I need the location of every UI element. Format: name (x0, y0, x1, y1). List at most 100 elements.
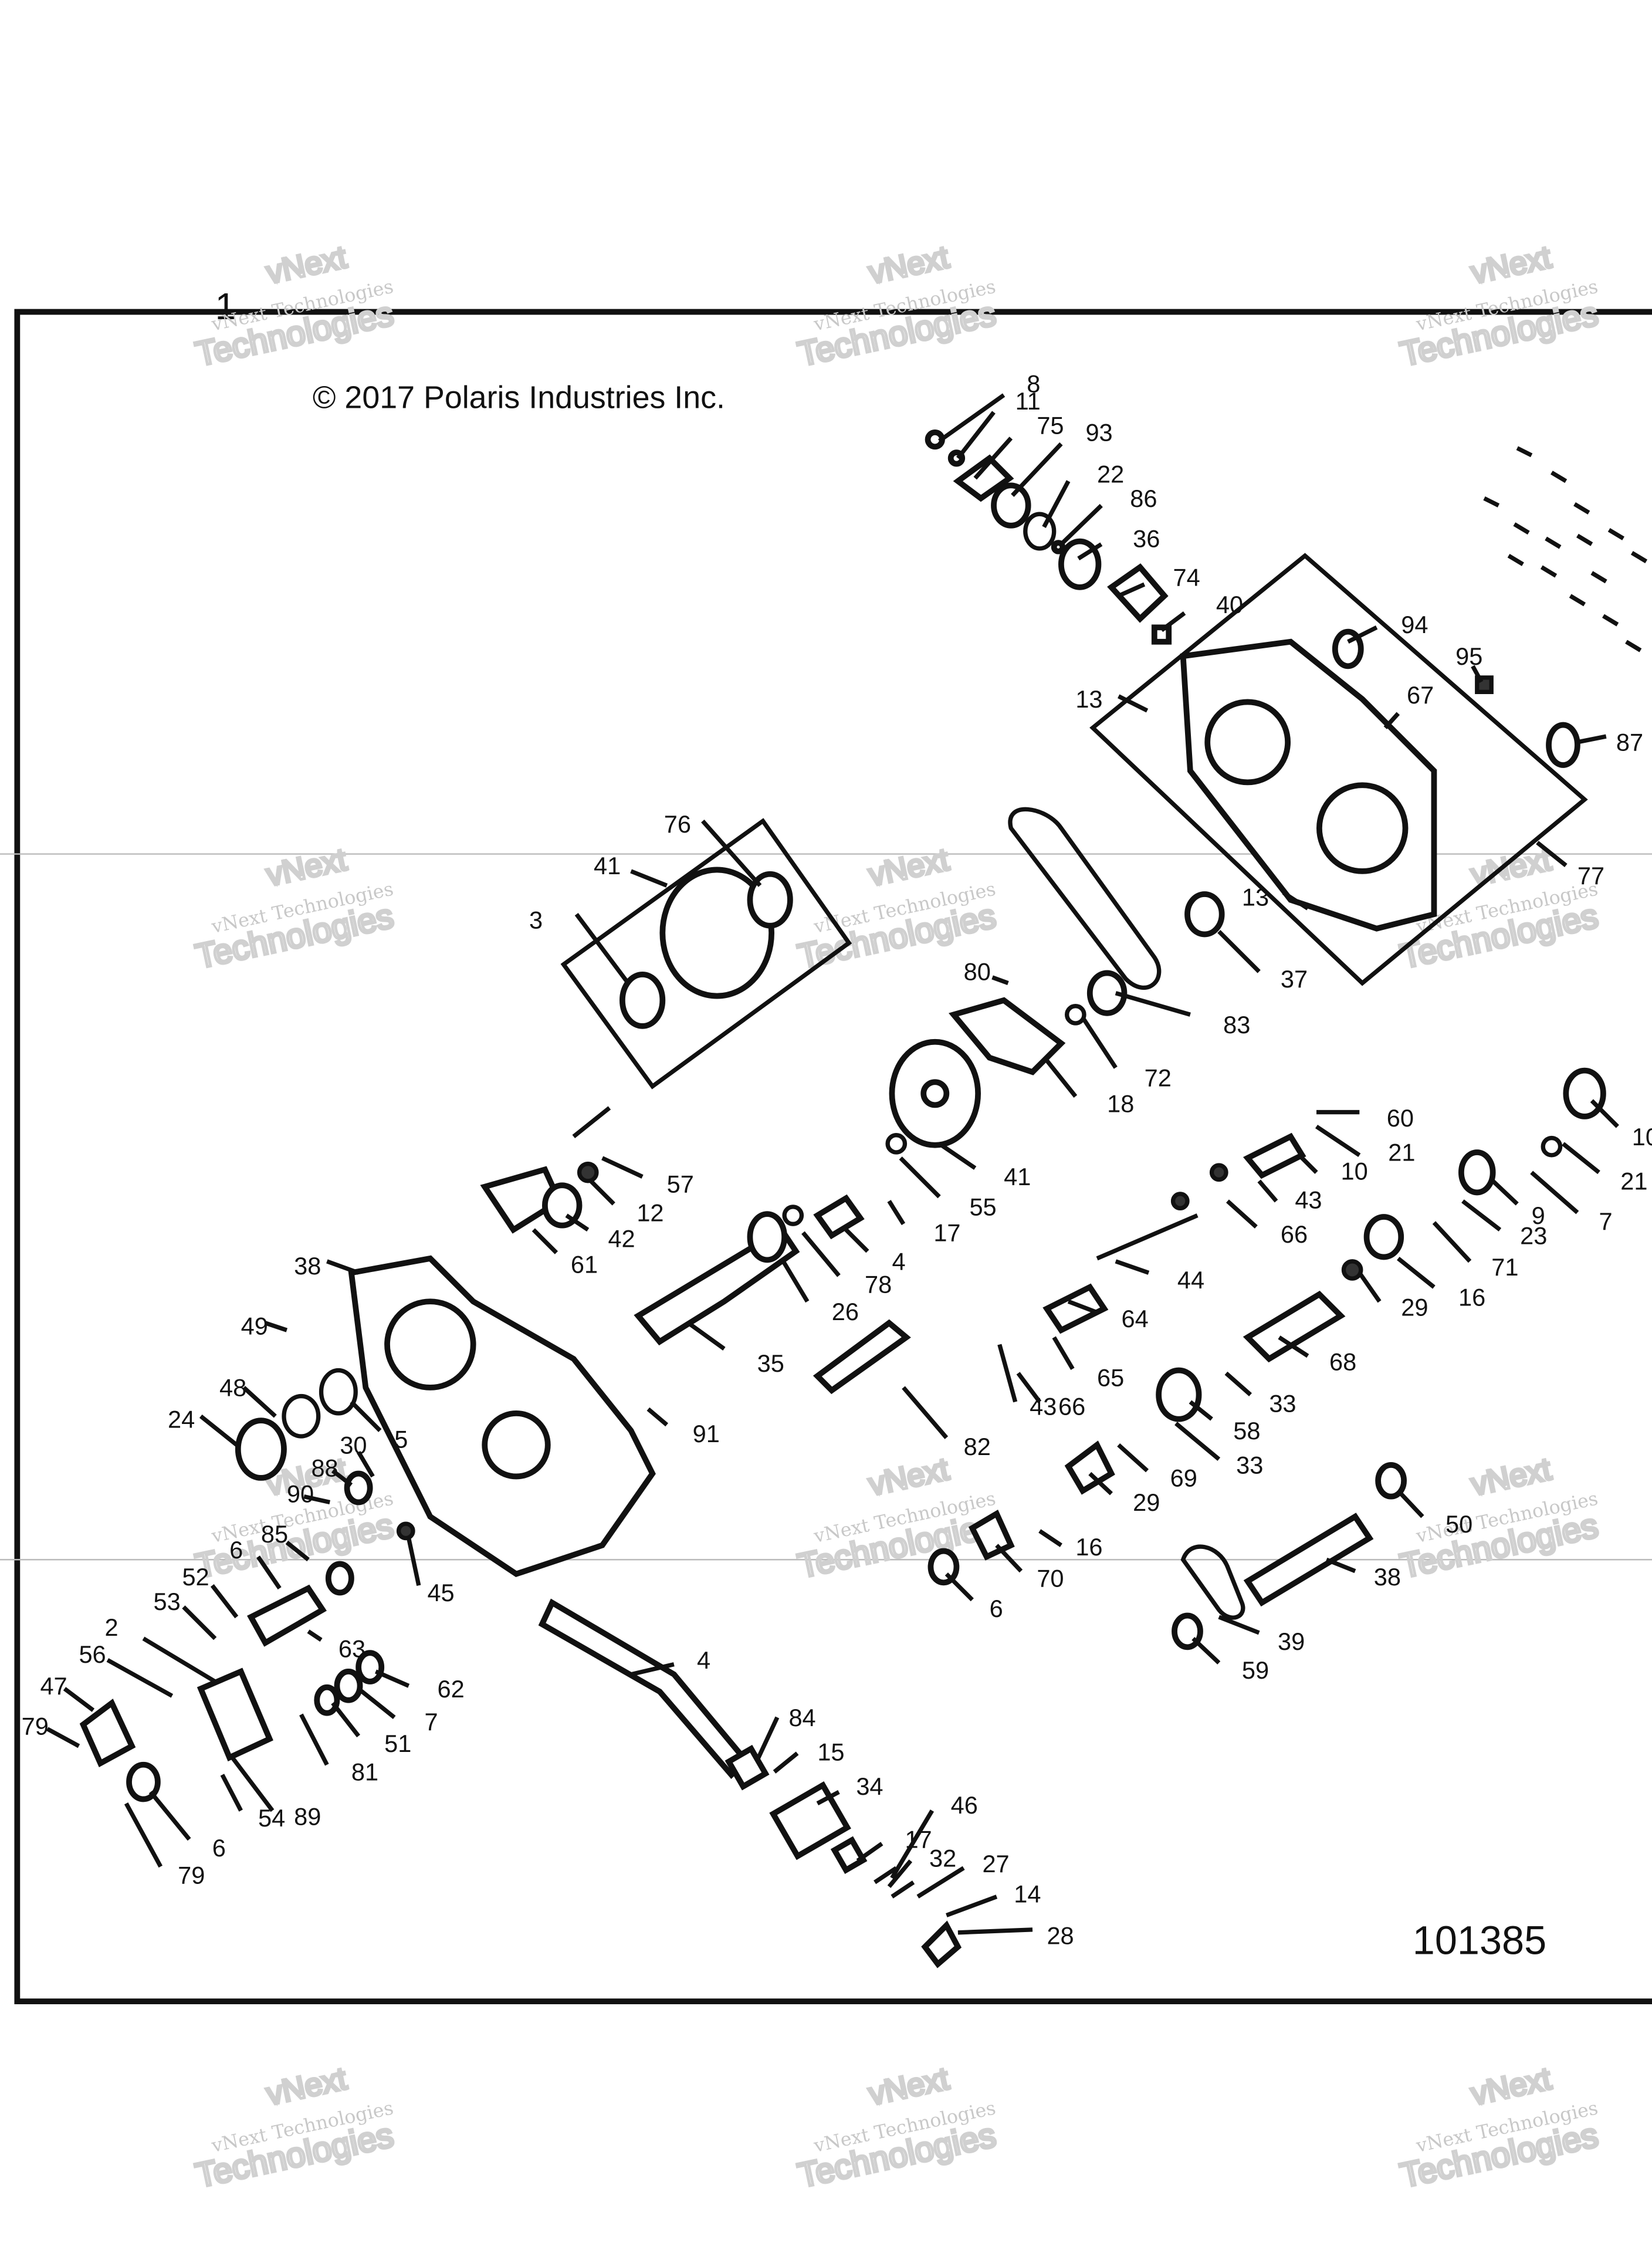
callout-leader (916, 1866, 965, 1899)
callout-number-94: 94 (1401, 611, 1428, 638)
callout-number-86: 86 (1130, 485, 1157, 512)
part-32 (830, 1836, 868, 1874)
part-42 (577, 1161, 599, 1183)
callout-number-6: 6 (212, 1834, 226, 1862)
callout-leader (630, 1662, 675, 1677)
part-92 (921, 1920, 962, 1968)
callout-leader (902, 1386, 949, 1439)
callout-leader (285, 1541, 310, 1562)
part-47 (197, 1667, 273, 1762)
callout-leader (565, 1213, 590, 1232)
callout-number-30: 30 (340, 1431, 367, 1459)
callout-leader (331, 1701, 360, 1738)
callout-number-45: 45 (427, 1579, 454, 1606)
callout-leader (1052, 1336, 1075, 1370)
callout-number-46: 46 (951, 1791, 978, 1819)
callout-number-95: 95 (1455, 642, 1482, 670)
part-39 (1375, 1462, 1407, 1500)
callout-number-4: 4 (892, 1247, 905, 1275)
callout-number-16: 16 (1458, 1284, 1485, 1311)
callout-number-26: 26 (832, 1298, 859, 1325)
callout-leader (1471, 665, 1484, 683)
part-18 (1065, 1004, 1086, 1026)
callout-number-40: 40 (1216, 591, 1243, 618)
belt-83 (1008, 807, 1162, 990)
diagram-frame (14, 309, 1652, 2005)
callout-number-33: 33 (1269, 1389, 1296, 1417)
callout-leader (1489, 1178, 1519, 1206)
callout-number-93: 93 (1085, 419, 1112, 446)
part-64 (1209, 1163, 1228, 1182)
callout-number-84: 84 (788, 1704, 815, 1731)
housing-box-right (1089, 553, 1588, 986)
callout-leader (957, 1927, 1033, 1935)
callout-number-41: 41 (1004, 1163, 1031, 1190)
callout-number-43: 43 (1030, 1392, 1057, 1420)
callout-number-57: 57 (667, 1170, 694, 1197)
callout-number-62: 62 (438, 1675, 465, 1703)
callout-leader (937, 393, 1006, 443)
callout-leader (148, 1790, 191, 1841)
callout-number-35: 35 (757, 1349, 784, 1377)
callout-leader (1038, 1529, 1062, 1547)
lever-49 (813, 1319, 911, 1395)
callout-number-29: 29 (1133, 1489, 1160, 1516)
watermark-line1: vNext (1468, 239, 1554, 290)
callout-leader (946, 1895, 998, 1917)
part-44 (1170, 1192, 1190, 1210)
callout-leader (256, 1555, 282, 1590)
callout-leader (1174, 1422, 1221, 1461)
callout-number-18: 18 (1107, 1090, 1134, 1118)
callout-number-48: 48 (219, 1374, 246, 1402)
callout-number-67: 67 (1407, 681, 1434, 709)
callout-leader (407, 1537, 421, 1586)
shaft-56 (538, 1598, 750, 1780)
callout-leader (1224, 1371, 1252, 1396)
watermark-line1: vNext (263, 842, 350, 893)
callout-number-77: 77 (1577, 862, 1604, 889)
gear-55-hub (920, 1079, 950, 1108)
callout-leader (630, 869, 668, 888)
callout-leader (701, 819, 762, 887)
callout-leader (780, 1257, 810, 1303)
callout-number-9: 9 (1532, 1202, 1545, 1229)
callout-leader (1358, 1271, 1382, 1303)
callout-number-47: 47 (40, 1672, 67, 1700)
callout-leader (242, 1386, 277, 1418)
gear-box-76 (560, 818, 852, 1090)
watermark-line1: vNext (866, 842, 952, 893)
callout-number-42: 42 (608, 1224, 635, 1252)
callout-number-72: 72 (1145, 1064, 1172, 1092)
callout-leader (532, 1228, 558, 1254)
part-shapes (79, 429, 1648, 1968)
callout-leader (991, 975, 1009, 986)
part-28 (891, 1880, 915, 1899)
callout-leader (1461, 1199, 1502, 1232)
callout-leader (887, 1200, 906, 1226)
part-70 (1064, 1440, 1115, 1495)
callout-number-13: 13 (1075, 685, 1102, 713)
callout-number-79: 79 (22, 1712, 49, 1740)
callout-leader (574, 913, 630, 985)
callout-leader (106, 1658, 174, 1698)
callout-number-43: 43 (1295, 1186, 1322, 1213)
part-54 (314, 1684, 340, 1716)
callout-leader (63, 1687, 95, 1712)
callout-number-2: 2 (104, 1613, 118, 1641)
callout-leader (1226, 1199, 1258, 1229)
callout-number-55: 55 (969, 1193, 996, 1221)
callout-leader (210, 1584, 239, 1619)
callout-number-37: 37 (1281, 965, 1308, 993)
callout-number-32: 32 (929, 1844, 956, 1872)
callout-leader (1160, 611, 1186, 632)
callout-number-21: 21 (1620, 1168, 1647, 1195)
callout-leader (299, 1713, 329, 1766)
callout-number-7: 7 (1599, 1207, 1613, 1235)
